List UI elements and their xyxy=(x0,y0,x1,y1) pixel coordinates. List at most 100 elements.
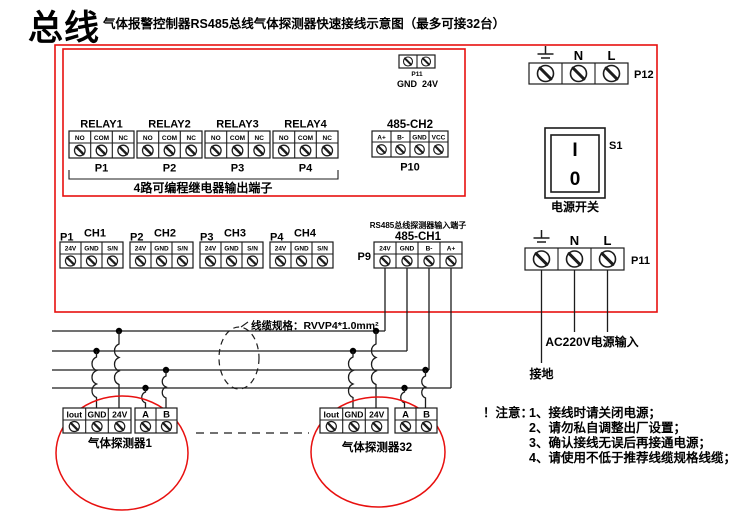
channel-port: P4 xyxy=(270,232,284,244)
relay-port: P3 xyxy=(231,163,244,175)
terminal-label: GND xyxy=(397,79,418,89)
terminal-label: GND xyxy=(294,246,309,253)
screw-icon xyxy=(116,143,130,158)
terminal-label: Iout xyxy=(324,410,340,420)
screw-icon xyxy=(347,420,361,433)
terminal-label: GND xyxy=(345,410,364,420)
screw-icon xyxy=(155,254,168,268)
detector-tap-wires xyxy=(91,331,428,408)
screw-icon xyxy=(432,143,445,156)
cable-spec-label: 线缆规格：RVVP4*1.0mm² xyxy=(251,319,379,332)
screw-icon xyxy=(68,420,81,433)
screw-icon xyxy=(325,420,338,433)
screw-icon xyxy=(394,143,407,156)
earth-ground-icon xyxy=(536,45,555,59)
channel-port: P2 xyxy=(130,232,143,244)
screw-icon xyxy=(569,64,588,83)
terminal-label: COM xyxy=(230,135,245,142)
note-item-2: 2、请勿私自调整出厂设置； xyxy=(529,420,686,435)
screw-icon xyxy=(139,420,152,433)
block-port: P10 xyxy=(400,162,420,174)
screw-icon xyxy=(73,143,87,158)
controller-board-outline xyxy=(54,44,658,313)
relay-port: P4 xyxy=(299,163,313,175)
relay-name: RELAY2 xyxy=(148,119,190,131)
relay-group-bracket xyxy=(68,170,339,180)
relay-section-caption: 4路可编程继电器输出端子 xyxy=(134,180,273,195)
controller-bus-drops xyxy=(384,268,452,388)
terminal-label: S/N xyxy=(247,246,258,253)
aux-power-block: P11 GND 24V xyxy=(397,54,438,89)
ac-input-label: AC220V电源输入 xyxy=(545,334,638,349)
screw-icon xyxy=(413,143,426,156)
switch-off-symbol: 0 xyxy=(570,169,581,190)
terminal-label: B- xyxy=(397,135,404,142)
screw-icon xyxy=(536,64,555,83)
note-item-3: 3、确认接线无误后再接通电源； xyxy=(529,435,711,450)
detector-outline xyxy=(310,396,446,508)
block-port: P9 xyxy=(358,251,371,263)
terminal-label: 24V xyxy=(205,246,217,253)
neutral-label: N xyxy=(574,48,583,63)
screw-icon xyxy=(420,420,433,433)
terminal-label: NO xyxy=(75,135,85,142)
relay-name: RELAY1 xyxy=(80,119,122,131)
screw-icon xyxy=(134,254,147,268)
terminal-label: Iout xyxy=(67,410,83,420)
detector-caption: 气体探测器1 xyxy=(87,436,152,450)
relay-section-outline xyxy=(62,48,466,197)
terminal-label: VCC xyxy=(432,135,446,142)
ch2-block: 485-CH2 A+ B- GND VCC P10 xyxy=(371,119,449,174)
screw-icon xyxy=(184,143,198,158)
screw-icon xyxy=(316,254,329,268)
switch-on-symbol: I xyxy=(572,140,577,161)
mains-input-block-p12: N L P12 xyxy=(528,45,654,85)
tap-junction-dots xyxy=(93,327,429,392)
terminal-label: 24V xyxy=(65,246,77,253)
screw-icon xyxy=(141,143,155,158)
terminal-label: GND xyxy=(88,410,107,420)
notes: ！注意： 1、接线时请关闭电源； 2、请勿私自调整出厂设置； 3、确认接线无误后… xyxy=(483,405,736,465)
note-item-4: 4、请使用不低于推荐线缆规格线缆； xyxy=(529,450,736,465)
terminal-label: COM xyxy=(162,135,177,142)
terminal-label: COM xyxy=(94,135,109,142)
terminal-label: NO xyxy=(279,135,289,142)
bus-lines xyxy=(52,330,451,389)
terminal-label: COM xyxy=(298,135,313,142)
block-port: P11 xyxy=(411,71,423,78)
relay-name: RELAY4 xyxy=(284,119,327,131)
terminal-label: 24V xyxy=(135,246,147,253)
screw-icon xyxy=(85,254,98,268)
terminal-label: A+ xyxy=(447,246,456,253)
channel-block-2: P2 CH2 24V GND S/N xyxy=(129,228,194,269)
channel-port: P1 xyxy=(60,232,73,244)
screw-icon xyxy=(602,64,621,83)
relay-block-3: RELAY3 NO COM NC P3 xyxy=(204,119,271,175)
terminal-label: GND xyxy=(412,135,427,142)
terminal-label: B xyxy=(423,410,430,421)
note-item-1: 1、接线时请关闭电源； xyxy=(529,405,661,420)
terminal-label: 24V xyxy=(112,410,127,420)
earth-ground-icon xyxy=(532,229,551,243)
relay-name: RELAY3 xyxy=(216,119,258,131)
screw-icon xyxy=(402,55,414,68)
terminal-label: NC xyxy=(323,135,333,142)
channel-name: CH3 xyxy=(224,228,246,240)
terminal-label: 24V xyxy=(275,246,287,253)
terminal-label: 24V xyxy=(379,246,391,253)
channel-block-4: P4 CH4 24V GND S/N xyxy=(269,228,334,269)
detector-32: Iout GND 24V A B 气体探测器32 xyxy=(310,396,446,508)
screw-icon xyxy=(113,420,126,433)
channel-block-3: P3 CH3 24V GND S/N xyxy=(199,228,264,269)
detector-caption: 气体探测器32 xyxy=(341,440,412,454)
terminal-label: S/N xyxy=(317,246,328,253)
relay-block-4: RELAY4 NO COM NC P4 xyxy=(272,119,339,175)
terminal-label: S/N xyxy=(177,246,188,253)
detector-1: Iout GND 24V A B 气体探测器1 xyxy=(55,395,189,511)
terminal-label: GND xyxy=(224,246,239,253)
notes-prefix: ！注意： xyxy=(483,405,533,420)
terminal-label: 24V xyxy=(422,79,438,89)
screw-icon xyxy=(162,143,177,158)
terminal-label: B- xyxy=(426,246,433,253)
